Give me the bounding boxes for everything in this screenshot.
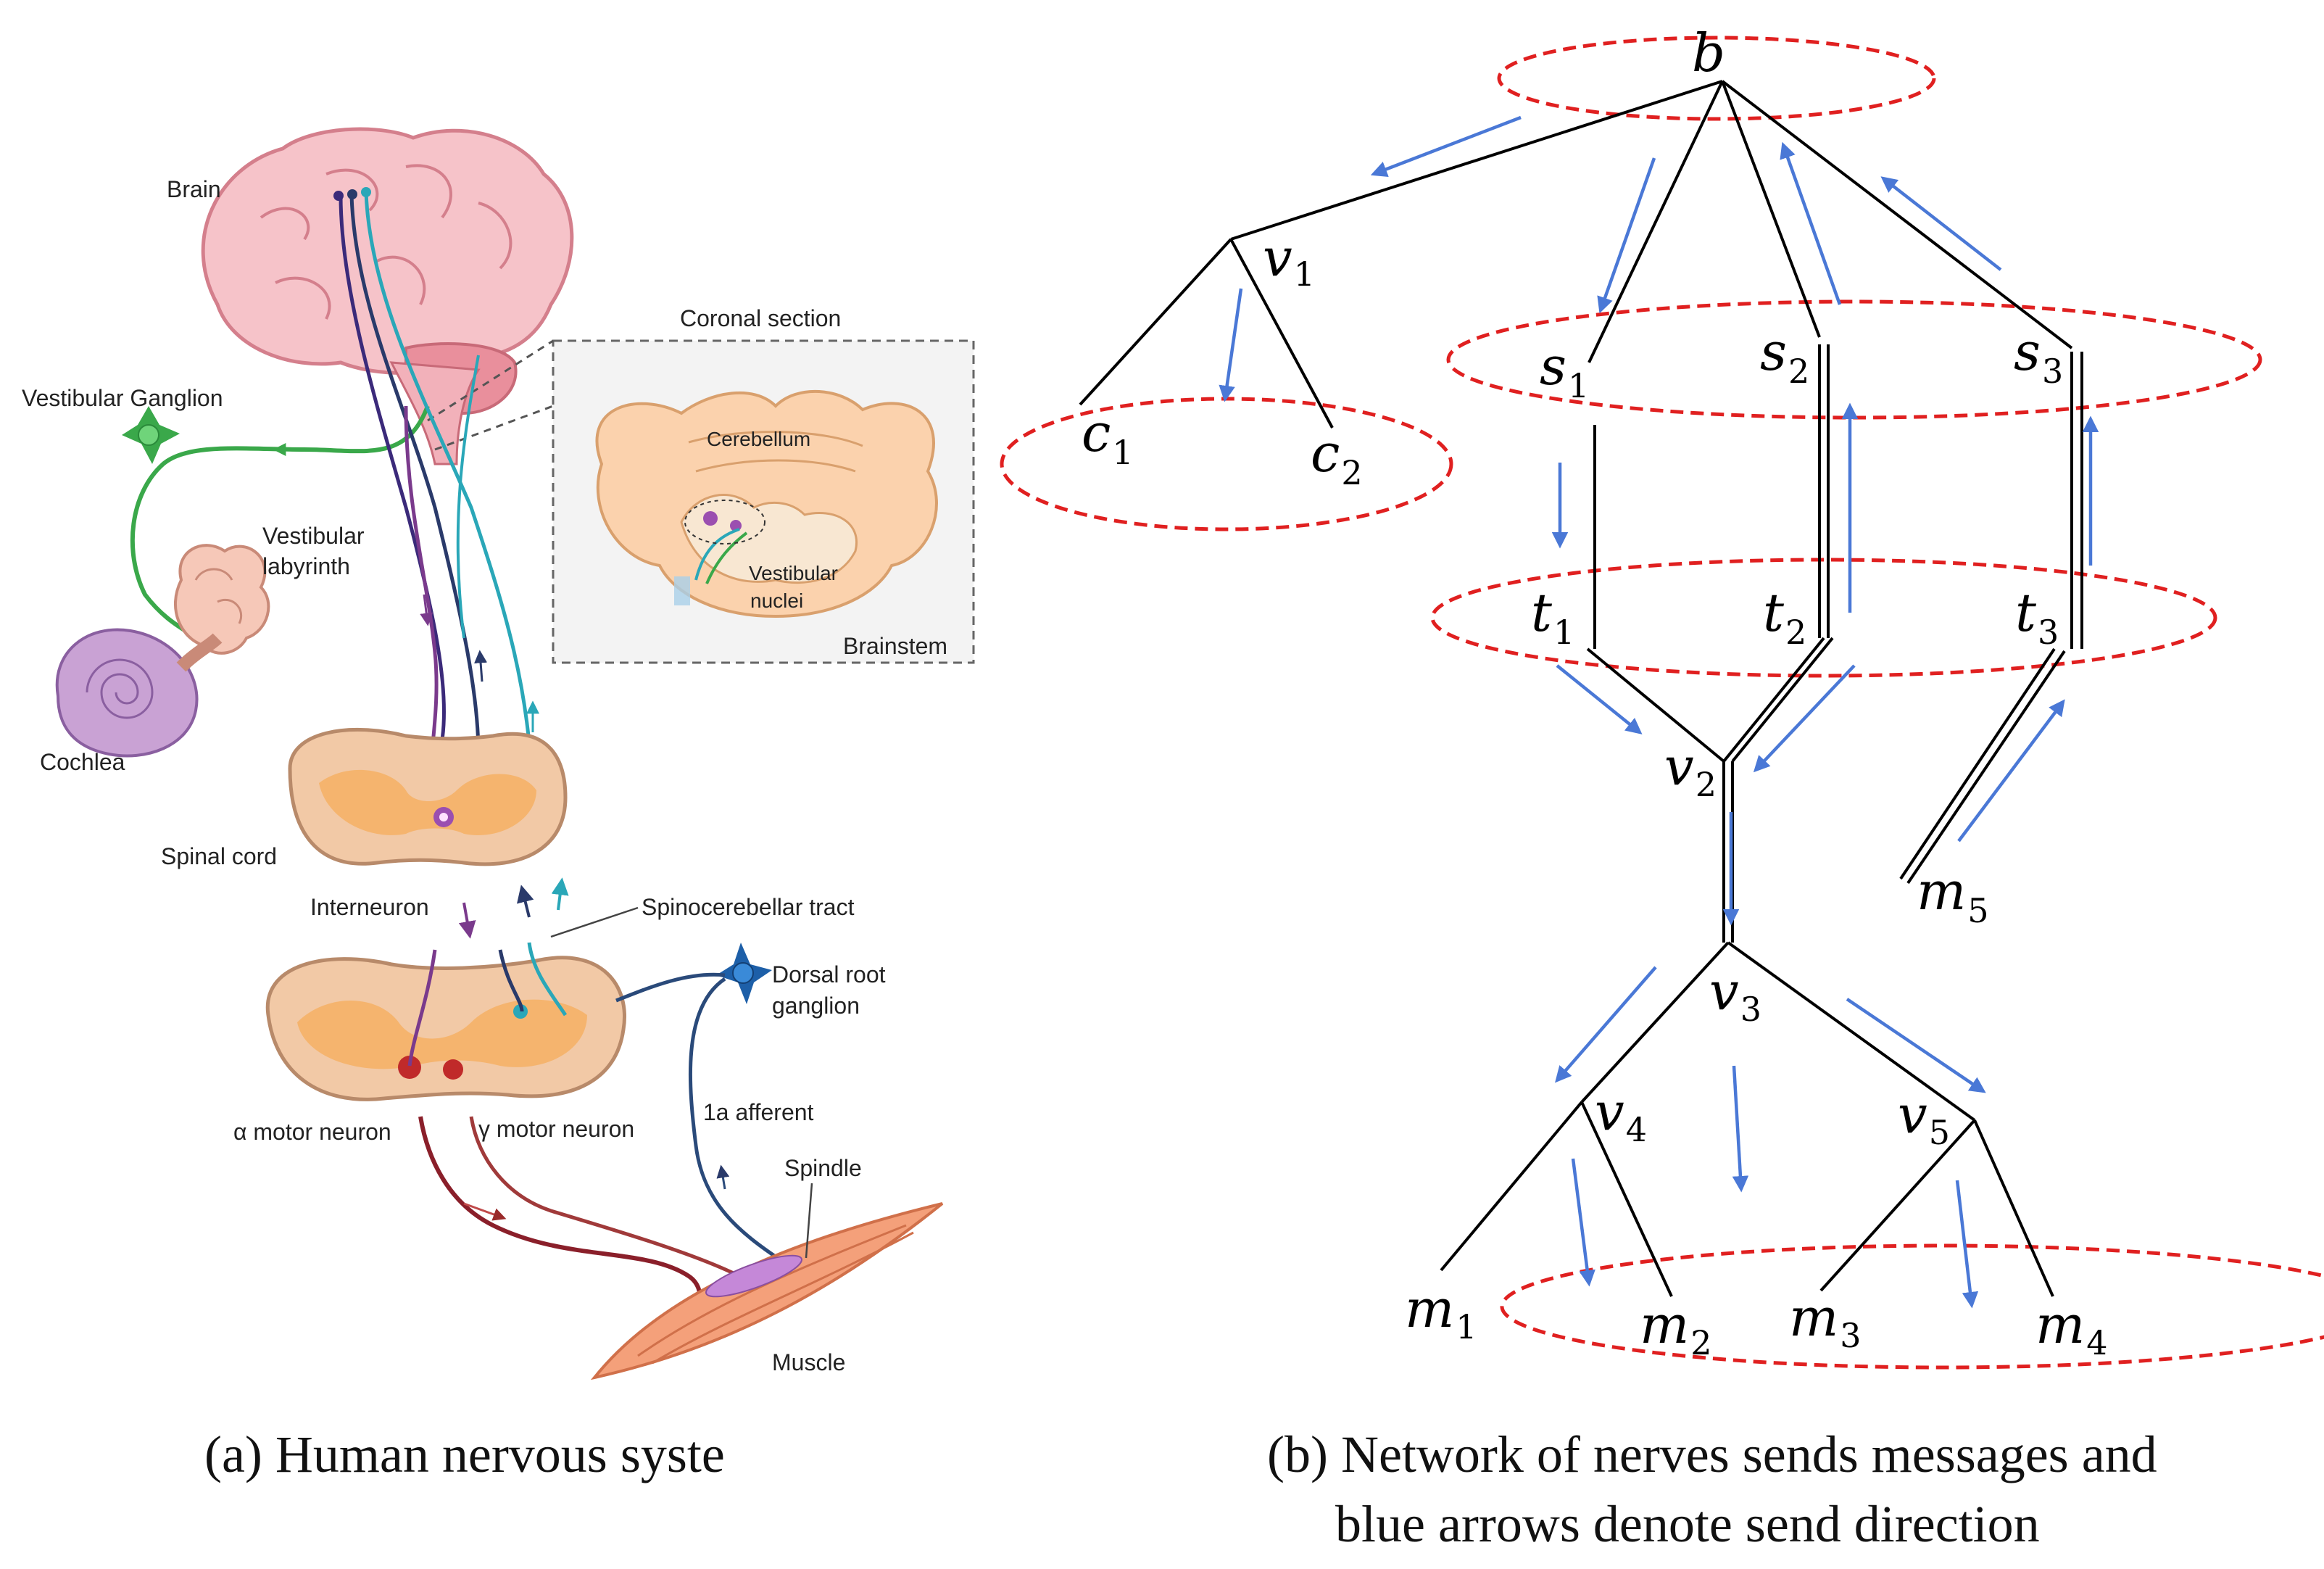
label-cerebellum: Cerebellum: [707, 428, 810, 450]
node-label-s3: s3: [2014, 321, 2063, 391]
coronal-section-illustration: [595, 389, 938, 618]
node-label-m3: m3: [1789, 1287, 1862, 1355]
arrow-t2-to-v2: [1753, 664, 1856, 773]
arrow-v3-to-v4: [1555, 966, 1657, 1083]
group-ellipse-c: [1000, 397, 1453, 531]
node-label-b: b: [1692, 22, 1725, 83]
edge-b-s1: [1588, 80, 1724, 363]
group-ellipse-root: [1497, 36, 1936, 121]
arrow-v3-to-v5: [1846, 998, 1986, 1093]
arrow-m5-to-t3: [1957, 699, 2065, 843]
node-label-v4: v4: [1595, 1081, 1647, 1149]
node-label-t1: t1: [1531, 582, 1574, 652]
arrow-b-to-v1: [1370, 115, 1522, 178]
send-direction-arrows: [1219, 115, 2099, 1309]
vestibular-labyrinth-illustration: [174, 544, 270, 655]
edge-t2-v2-b: [1731, 637, 1834, 763]
label-spinocerebellar-tract: Spinocerebellar tract: [642, 894, 855, 920]
neural-tracts: [333, 187, 539, 820]
label-interneuron: Interneuron: [310, 894, 429, 920]
spinal-cord-section-upper: [288, 727, 568, 866]
label-vestibular-nuclei-2: nuclei: [750, 589, 803, 612]
edge-b-s2: [1721, 80, 1821, 338]
node-label-v5: v5: [1898, 1084, 1950, 1152]
edge-v4-m1: [1440, 1101, 1583, 1272]
edge-v4-m2: [1580, 1101, 1673, 1297]
label-vestibular-labyrinth-2: labyrinth: [262, 553, 350, 579]
caption-panel-b-line2: blue arrows denote send direction: [1335, 1495, 2040, 1553]
node-label-t3: t3: [2015, 582, 2059, 652]
arrow-s2-to-b: [1780, 141, 1842, 305]
node-label-v2: v2: [1664, 736, 1717, 804]
label-dorsal-root-1: Dorsal root: [772, 961, 886, 988]
arrow-b-to-s1: [1597, 157, 1656, 314]
arrow-v5-down: [1955, 1180, 1979, 1309]
vestibular-ganglion-icon: [122, 406, 180, 464]
node-label-m1: m1: [1405, 1278, 1477, 1346]
edge-v3-v5: [1727, 941, 1976, 1122]
cochlea-illustration: [55, 628, 223, 758]
group-ellipse-m: [1500, 1243, 2324, 1370]
node-label-m2: m2: [1640, 1294, 1712, 1362]
label-brain: Brain: [167, 176, 221, 202]
panel-b-network: b v1 c1 c2 s1 s2 s3 t1 t2 t3 v2 m5 v3 v4…: [1000, 22, 2324, 1553]
arrow-v4-down: [1571, 1158, 1595, 1287]
node-label-m4: m4: [2035, 1294, 2108, 1362]
label-gamma-motor-neuron: γ motor neuron: [478, 1116, 634, 1142]
node-label-s1: s1: [1540, 336, 1589, 405]
node-label-t2: t2: [1763, 582, 1806, 652]
node-label-c1: c1: [1082, 402, 1134, 472]
edge-v1-c1: [1079, 238, 1232, 406]
label-1a-afferent: 1a afferent: [703, 1099, 814, 1125]
network-node-labels: b v1 c1 c2 s1 s2 s3 t1 t2 t3 v2 m5 v3 v4…: [1082, 22, 2108, 1362]
label-brainstem: Brainstem: [843, 633, 947, 659]
arrow-t1-to-v2: [1556, 664, 1643, 734]
edge-t3-m5-a: [1899, 647, 2056, 880]
edge-t3-m5-b: [1906, 650, 2066, 885]
label-coronal-section: Coronal section: [680, 305, 841, 331]
network-edges: [1079, 80, 2083, 1297]
edge-v5-m3: [1819, 1119, 1976, 1292]
caption-panel-a: (a) Human nervous syste: [204, 1425, 725, 1483]
label-alpha-motor-neuron: α motor neuron: [233, 1119, 391, 1145]
arrow-s3-to-b: [1880, 176, 2002, 271]
label-cochlea: Cochlea: [40, 749, 125, 775]
caption-panel-b-line1: (b) Network of nerves sends messages and: [1267, 1425, 2157, 1483]
edge-t1-v2: [1586, 647, 1725, 763]
label-vestibular-nuclei-1: Vestibular: [749, 562, 838, 584]
node-label-c2: c2: [1311, 423, 1363, 492]
node-label-v3: v3: [1709, 961, 1761, 1029]
group-ellipse-t: [1430, 558, 2217, 678]
label-vestibular-ganglion: Vestibular Ganglion: [22, 385, 223, 411]
panel-a-illustration: Brain Coronal section Vestibular Ganglio…: [22, 127, 975, 1483]
edge-v5-m4: [1973, 1119, 2054, 1297]
arrow-v3-down: [1732, 1065, 1749, 1193]
dorsal-root-ganglion-icon: [716, 943, 772, 1004]
arrow-v1-to-c: [1219, 288, 1243, 402]
edge-v3-v4: [1580, 941, 1730, 1104]
brain-illustration: [201, 127, 574, 465]
label-vestibular-labyrinth-1: Vestibular: [262, 523, 365, 549]
node-label-v1: v1: [1263, 227, 1315, 294]
spinal-cord-section-lower: [265, 942, 626, 1101]
edge-t2-v2-a: [1722, 637, 1825, 763]
edge-b-s3: [1721, 80, 2073, 349]
label-spinal-cord: Spinal cord: [161, 843, 277, 869]
muscle-illustration: [590, 1202, 944, 1380]
label-spindle: Spindle: [784, 1155, 862, 1181]
node-label-s2: s2: [1760, 321, 1809, 391]
edge-v1-c2: [1229, 239, 1334, 429]
label-dorsal-root-2: ganglion: [772, 993, 860, 1019]
label-muscle: Muscle: [772, 1349, 845, 1375]
node-label-m5: m5: [1917, 861, 1989, 930]
edge-b-v1: [1230, 80, 1723, 241]
